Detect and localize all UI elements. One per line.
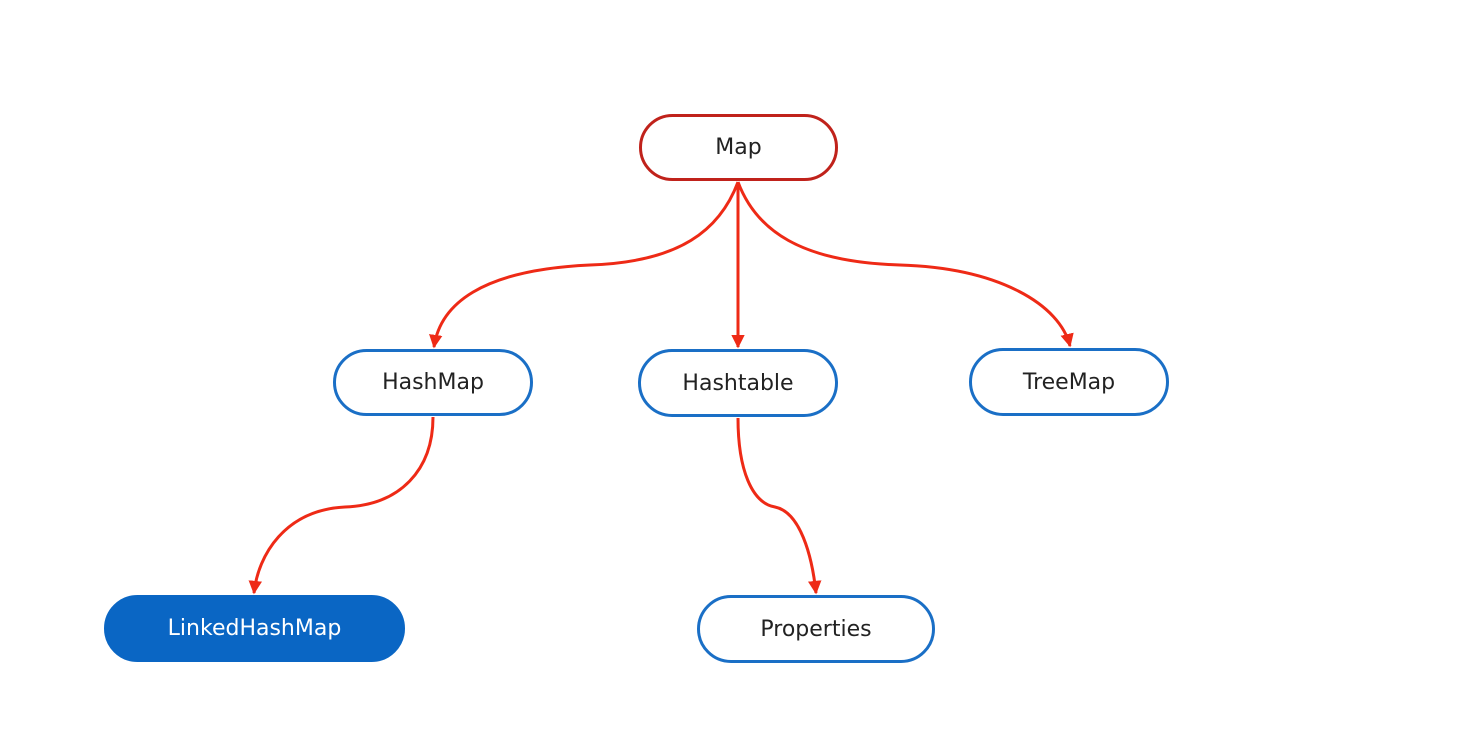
arrow-hashtable-to-properties (736, 417, 822, 595)
node-map-label: Map (715, 135, 762, 160)
arrow-map-to-treemap (736, 181, 1074, 348)
node-hashtable-label: Hashtable (682, 370, 794, 396)
node-treemap: TreeMap (969, 348, 1169, 416)
node-properties: Properties (697, 595, 935, 663)
node-linkedhashmap-label: LinkedHashMap (167, 616, 342, 641)
arrow-hashmap-to-linkedhashmap (248, 416, 435, 595)
node-hashtable: Hashtable (638, 349, 838, 417)
arrow-map-to-hashmap (429, 181, 740, 349)
node-map: Map (639, 114, 838, 181)
node-hashmap: HashMap (333, 349, 533, 416)
node-properties-label: Properties (760, 616, 872, 642)
node-treemap-label: TreeMap (1022, 369, 1116, 395)
node-linkedhashmap: LinkedHashMap (104, 595, 405, 662)
node-hashmap-label: HashMap (382, 370, 484, 395)
